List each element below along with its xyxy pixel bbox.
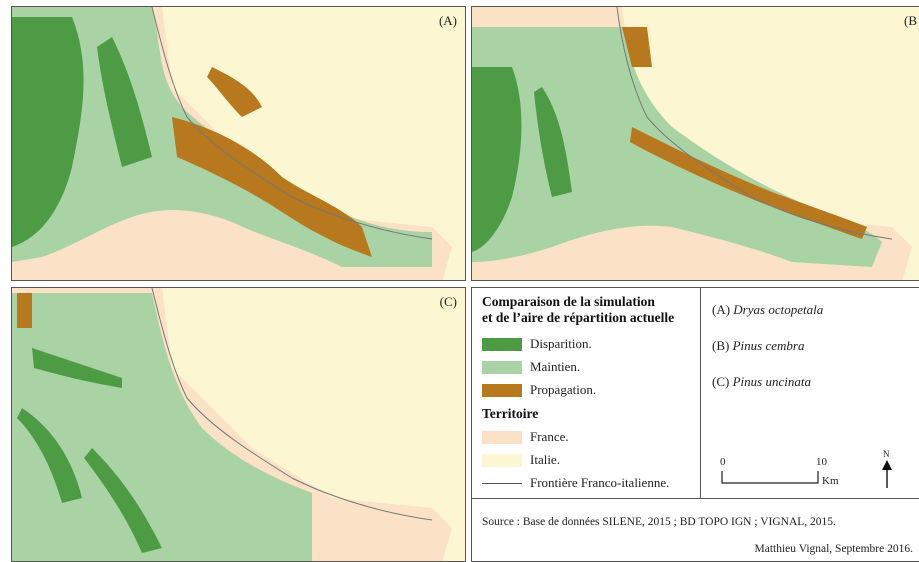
disparition-zone <box>17 348 162 553</box>
species-letter: (A) <box>712 302 731 317</box>
scale-line <box>721 471 819 484</box>
legend-item-propagation: Propagation. <box>482 381 596 399</box>
maintien-zone <box>12 293 312 561</box>
north-arrow-icon: N <box>882 449 892 488</box>
legend-item-maintien: Maintien. <box>482 358 580 376</box>
legend-label: Frontière Franco-italienne. <box>530 475 670 490</box>
legend-swatch <box>482 430 522 444</box>
legend-title-line1: Comparaison de la simulation <box>482 294 655 309</box>
legend-item-france: France. <box>482 428 569 446</box>
source-text: Source : Base de données SILENE, 2015 ; … <box>482 516 836 528</box>
map-c-graphic <box>12 288 452 561</box>
legend-swatch <box>482 360 522 374</box>
legend-label: Italie. <box>530 452 560 467</box>
legend-swatch <box>482 383 522 397</box>
species-b: (B) Pinus cembra <box>712 338 804 354</box>
map-a-graphic <box>12 7 452 280</box>
legend-divider-vertical <box>700 288 701 498</box>
propagation-zone <box>622 27 867 239</box>
propagation-zone <box>17 293 32 328</box>
map-panel-c: (C) <box>11 287 466 562</box>
species-c: (C) Pinus uncinata <box>712 374 811 390</box>
legend-box: Comparaison de la simulation et de l’air… <box>471 287 919 562</box>
legend-label: Propagation. <box>530 382 597 397</box>
france-italy-border <box>151 7 433 240</box>
north-label: N <box>883 449 890 459</box>
disparition-zone <box>472 67 572 252</box>
species-a: (A) Dryas octopetala <box>712 302 823 318</box>
panel-label: (B <box>904 13 917 28</box>
disparition-zone <box>12 17 152 247</box>
map-b-graphic <box>472 7 912 280</box>
legend-divider-horizontal <box>472 498 919 499</box>
author-text: Matthieu Vignal, Septembre 2016. <box>754 543 913 555</box>
legend-swatch <box>482 337 522 351</box>
scale-unit: Km <box>822 475 839 487</box>
propagation-zone <box>172 67 372 257</box>
species-name: Pinus cembra <box>732 338 805 353</box>
species-name: Dryas octopetala <box>733 302 824 317</box>
panel-label: (C) <box>439 294 457 309</box>
map-panel-b: (B <box>471 6 919 281</box>
species-name: Pinus uncinata <box>732 374 811 389</box>
species-letter: (C) <box>712 374 730 389</box>
legend-item-italie: Italie. <box>482 451 560 469</box>
north-arrow-head <box>882 460 892 470</box>
legend-title-line2: et de l’aire de répartition actuelle <box>482 310 675 325</box>
scale-end: 10 <box>816 456 828 468</box>
france-italy-border <box>151 288 433 521</box>
scale-start: 0 <box>720 456 726 468</box>
france-italy-border <box>616 7 893 240</box>
map-panel-a: (A) <box>11 6 466 281</box>
legend-territory-title: Territoire <box>482 406 539 421</box>
species-letter: (B) <box>712 338 730 353</box>
legend-item-disparition: Disparition. <box>482 335 592 353</box>
legend-line-swatch <box>482 482 522 484</box>
panel-label: (A) <box>438 13 457 28</box>
legend-item-border: Frontière Franco-italienne. <box>482 474 669 492</box>
scale-bar: 0 10 Km <box>720 456 839 487</box>
legend-label: Maintien. <box>530 359 581 374</box>
legend-label: France. <box>530 429 569 444</box>
legend-label: Disparition. <box>530 336 592 351</box>
legend-swatch <box>482 453 522 467</box>
